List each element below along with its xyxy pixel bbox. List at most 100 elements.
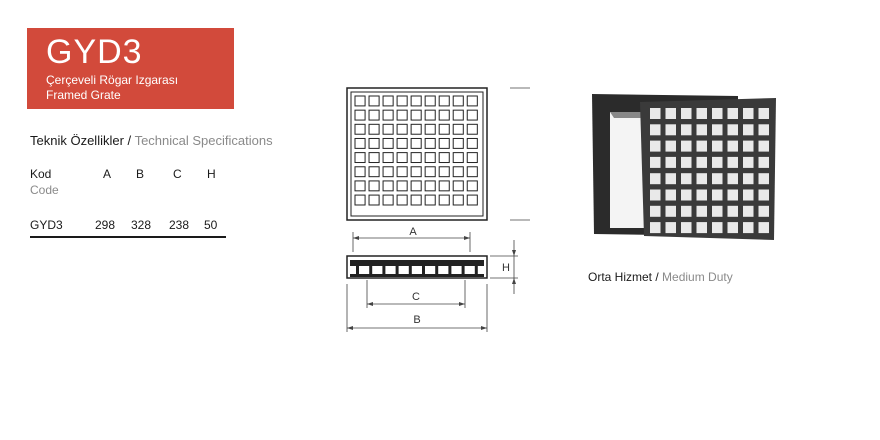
grate-hole xyxy=(681,140,692,152)
grate-cell xyxy=(438,137,450,149)
grate-hole xyxy=(712,140,723,152)
grate-hole xyxy=(727,189,738,201)
grate-hole xyxy=(696,189,707,201)
grate-hole xyxy=(665,173,676,185)
dimension-b-horizontal xyxy=(346,284,488,332)
grate-hole xyxy=(696,140,707,152)
technical-drawing: B A H C B xyxy=(346,87,530,332)
grate-hole xyxy=(743,173,754,185)
grate-hole xyxy=(758,140,769,152)
grate-cell xyxy=(396,123,408,135)
grate-cell xyxy=(382,109,394,121)
grate-cell xyxy=(396,152,408,164)
grate-cell xyxy=(354,166,366,178)
side-bar xyxy=(422,266,425,275)
grate-cell xyxy=(410,166,422,178)
grate-hole xyxy=(743,189,754,201)
grate-hole xyxy=(758,173,769,185)
table-cell-h: 50 xyxy=(204,218,218,232)
side-bar xyxy=(408,266,412,275)
grate-cell xyxy=(466,180,478,192)
side-bar xyxy=(382,266,386,275)
grate-hole xyxy=(712,189,723,201)
grate-cell xyxy=(396,166,408,178)
product-header-box: GYD3 Çerçeveli Rögar Izgarası Framed Gra… xyxy=(27,28,234,109)
grate-cell xyxy=(368,137,380,149)
grate-hole xyxy=(696,205,707,217)
grate-cell xyxy=(368,152,380,164)
grate-hole xyxy=(650,108,661,119)
grate-cell xyxy=(396,109,408,121)
grate-hole xyxy=(758,156,769,168)
grate-hole xyxy=(665,222,676,234)
product-code-title: GYD3 xyxy=(46,33,143,71)
grate-hole xyxy=(758,205,769,217)
grate-hole xyxy=(681,108,692,119)
grate-hole xyxy=(712,124,723,136)
dimension-a xyxy=(352,232,471,252)
grate-hole xyxy=(712,156,723,168)
grate-cell xyxy=(424,123,436,135)
table-cell-a: 298 xyxy=(95,218,116,232)
column-header-h: H xyxy=(207,167,216,181)
grate-cell xyxy=(382,166,394,178)
grate-hole xyxy=(665,108,676,119)
grate-cell xyxy=(424,180,436,192)
side-bar xyxy=(461,266,465,275)
grate-hole xyxy=(727,140,738,152)
grate-cell xyxy=(424,152,436,164)
grate-cell xyxy=(438,152,450,164)
grate-hole xyxy=(665,124,676,136)
grate-hole xyxy=(681,124,692,136)
grate-hole xyxy=(727,124,738,136)
grate-hole xyxy=(650,156,661,168)
column-header-c: C xyxy=(173,167,182,181)
grate-cell xyxy=(452,95,464,107)
grate-cell xyxy=(424,194,436,206)
table-bottom-rule xyxy=(30,236,226,238)
grate-cell xyxy=(354,194,366,206)
grate-hole xyxy=(681,222,692,234)
grate-hole xyxy=(743,205,754,217)
grate-hole xyxy=(681,189,692,201)
grate-cell xyxy=(368,123,380,135)
grate-cell xyxy=(354,123,366,135)
grate-cell xyxy=(368,194,380,206)
side-view-grate xyxy=(346,255,488,279)
grate-cell xyxy=(452,123,464,135)
grate-cell xyxy=(466,152,478,164)
column-header-kod: Kod xyxy=(30,167,52,181)
grate-cell xyxy=(452,137,464,149)
grate-cell xyxy=(410,180,422,192)
grate-hole xyxy=(712,205,723,217)
grate-cell xyxy=(438,194,450,206)
grate-hole xyxy=(727,108,738,119)
grate-hole xyxy=(743,222,754,234)
spec-title-tr: Teknik Özellikler xyxy=(30,133,124,148)
grate-hole xyxy=(727,173,738,185)
table-cell-b: 328 xyxy=(131,218,152,232)
grate-hole xyxy=(665,156,676,168)
dimension-c xyxy=(366,280,466,308)
grate-cell xyxy=(452,166,464,178)
grate-cell xyxy=(424,166,436,178)
grate-hole xyxy=(665,189,676,201)
grate-hole xyxy=(712,173,723,185)
top-view-grate xyxy=(346,87,488,221)
product-name-tr: Çerçeveli Rögar Izgarası xyxy=(46,73,179,87)
grate-cell xyxy=(452,180,464,192)
grate-hole xyxy=(650,189,661,201)
grate-cell xyxy=(396,137,408,149)
grate-hole xyxy=(758,189,769,201)
grate-hole xyxy=(650,222,661,234)
dimension-h-label: H xyxy=(502,262,510,274)
grate-cell xyxy=(452,194,464,206)
grate-cell xyxy=(396,95,408,107)
grate-hole xyxy=(743,156,754,168)
grate-cell xyxy=(382,95,394,107)
grate-cell xyxy=(466,123,478,135)
grate-hole xyxy=(727,205,738,217)
grate-hole xyxy=(696,156,707,168)
side-bar xyxy=(474,266,478,275)
grate-hole xyxy=(758,222,769,234)
